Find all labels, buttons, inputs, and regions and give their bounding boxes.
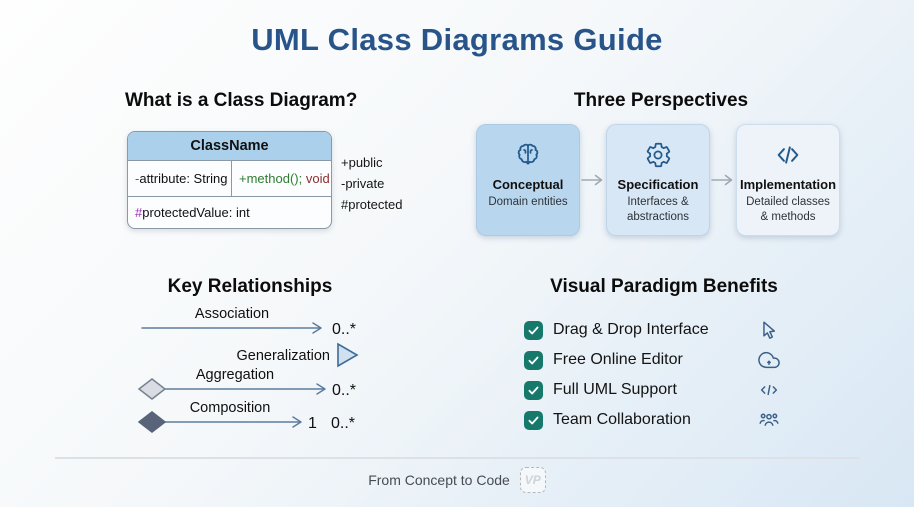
- class-protected-member: #protectedValue: int: [128, 197, 331, 228]
- checkbox-checked-icon: [524, 380, 543, 400]
- association-multiplicity: 0..*: [332, 321, 356, 338]
- visibility-legend: +public -private #protected: [341, 153, 402, 215]
- relationships-heading: Key Relationships: [167, 276, 333, 297]
- method-return: void: [302, 171, 330, 186]
- list-item: Team Collaboration: [524, 405, 782, 435]
- aggregation-label: Aggregation: [196, 367, 274, 383]
- legend-private: -private: [341, 175, 385, 191]
- perspective-card-description: Detailed classes & methods: [746, 196, 830, 223]
- list-item: Free Online Editor: [524, 345, 782, 375]
- perspective-card-description: Domain entities: [488, 196, 568, 208]
- attribute-prefix: -: [135, 171, 140, 186]
- benefits-heading: Visual Paradigm Benefits: [550, 276, 778, 297]
- perspective-card-conceptual: Conceptual Domain entities: [476, 124, 580, 236]
- composition-source-multiplicity: 1: [308, 415, 317, 432]
- perspective-card-specification: Specification Interfaces & abstractions: [606, 124, 710, 236]
- page-title: UML Class Diagrams Guide: [251, 22, 663, 57]
- composition-arrowhead: [292, 416, 302, 428]
- code-icon: [774, 140, 802, 170]
- method-text: +method();: [239, 171, 303, 186]
- perspectives-heading: Three Perspectives: [573, 90, 749, 111]
- generalization-label: Generalization: [237, 348, 331, 364]
- class-method: +method(); void: [232, 161, 331, 196]
- perspective-card-description: Interfaces & abstractions: [626, 196, 689, 223]
- list-item: Full UML Support: [524, 375, 782, 405]
- composition-diamond-icon: [137, 411, 167, 433]
- attribute-text: attribute: String: [139, 171, 228, 186]
- code-slash-icon: [756, 377, 782, 403]
- team-icon: [756, 407, 782, 433]
- perspective-card-title: Specification: [617, 177, 699, 192]
- class-name: ClassName: [128, 132, 331, 161]
- benefit-label: Team Collaboration: [553, 411, 691, 428]
- aggregation-multiplicity: 0..*: [332, 382, 356, 399]
- association-label: Association: [195, 306, 269, 322]
- benefits-list: Drag & Drop Interface Free Online Editor: [524, 315, 782, 435]
- benefit-label: Full UML Support: [553, 381, 677, 398]
- footer-tagline: From Concept to Code: [368, 472, 510, 488]
- protected-text: protectedValue: int: [142, 205, 250, 220]
- class-members-row: -attribute: String +method(); void: [128, 161, 331, 197]
- composition-multiplicity: 0..*: [331, 415, 355, 432]
- composition-label: Composition: [190, 400, 271, 416]
- arrow-right-icon: [710, 173, 736, 187]
- cursor-icon: [756, 317, 782, 343]
- relationships-diagram: Association 0..* Generalization Aggregat…: [137, 306, 359, 433]
- checkbox-checked-icon: [524, 350, 543, 370]
- perspective-card-title: Conceptual: [492, 177, 564, 192]
- protected-prefix: #: [135, 205, 143, 220]
- generalization-triangle-icon: [337, 342, 359, 368]
- benefit-label: Free Online Editor: [553, 351, 683, 368]
- checkbox-checked-icon: [524, 320, 543, 340]
- vp-logo: VP: [519, 467, 546, 493]
- perspective-card-implementation: Implementation Detailed classes & method…: [736, 124, 840, 236]
- footer: From Concept to Code VP: [0, 467, 914, 493]
- uml-class-box: ClassName -attribute: String +method(); …: [127, 131, 332, 229]
- gear-icon: [644, 140, 672, 170]
- checkbox-checked-icon: [524, 410, 543, 430]
- perspective-card-title: Implementation: [739, 177, 837, 192]
- benefit-label: Drag & Drop Interface: [553, 321, 709, 338]
- aggregation-arrowhead: [316, 383, 326, 395]
- arrow-right-icon: [580, 173, 606, 187]
- footer-divider: [55, 457, 860, 459]
- perspectives-cards: Conceptual Domain entities Specification…: [476, 124, 840, 236]
- class-diagram-heading: What is a Class Diagram?: [125, 90, 358, 111]
- legend-public: +public: [341, 155, 383, 170]
- association-arrowhead: [312, 322, 322, 334]
- legend-protected: #protected: [341, 196, 403, 212]
- class-attribute: -attribute: String: [128, 161, 232, 196]
- brain-icon: [514, 140, 542, 170]
- cloud-icon: [756, 347, 782, 373]
- aggregation-diamond-icon: [137, 378, 167, 400]
- list-item: Drag & Drop Interface: [524, 315, 782, 345]
